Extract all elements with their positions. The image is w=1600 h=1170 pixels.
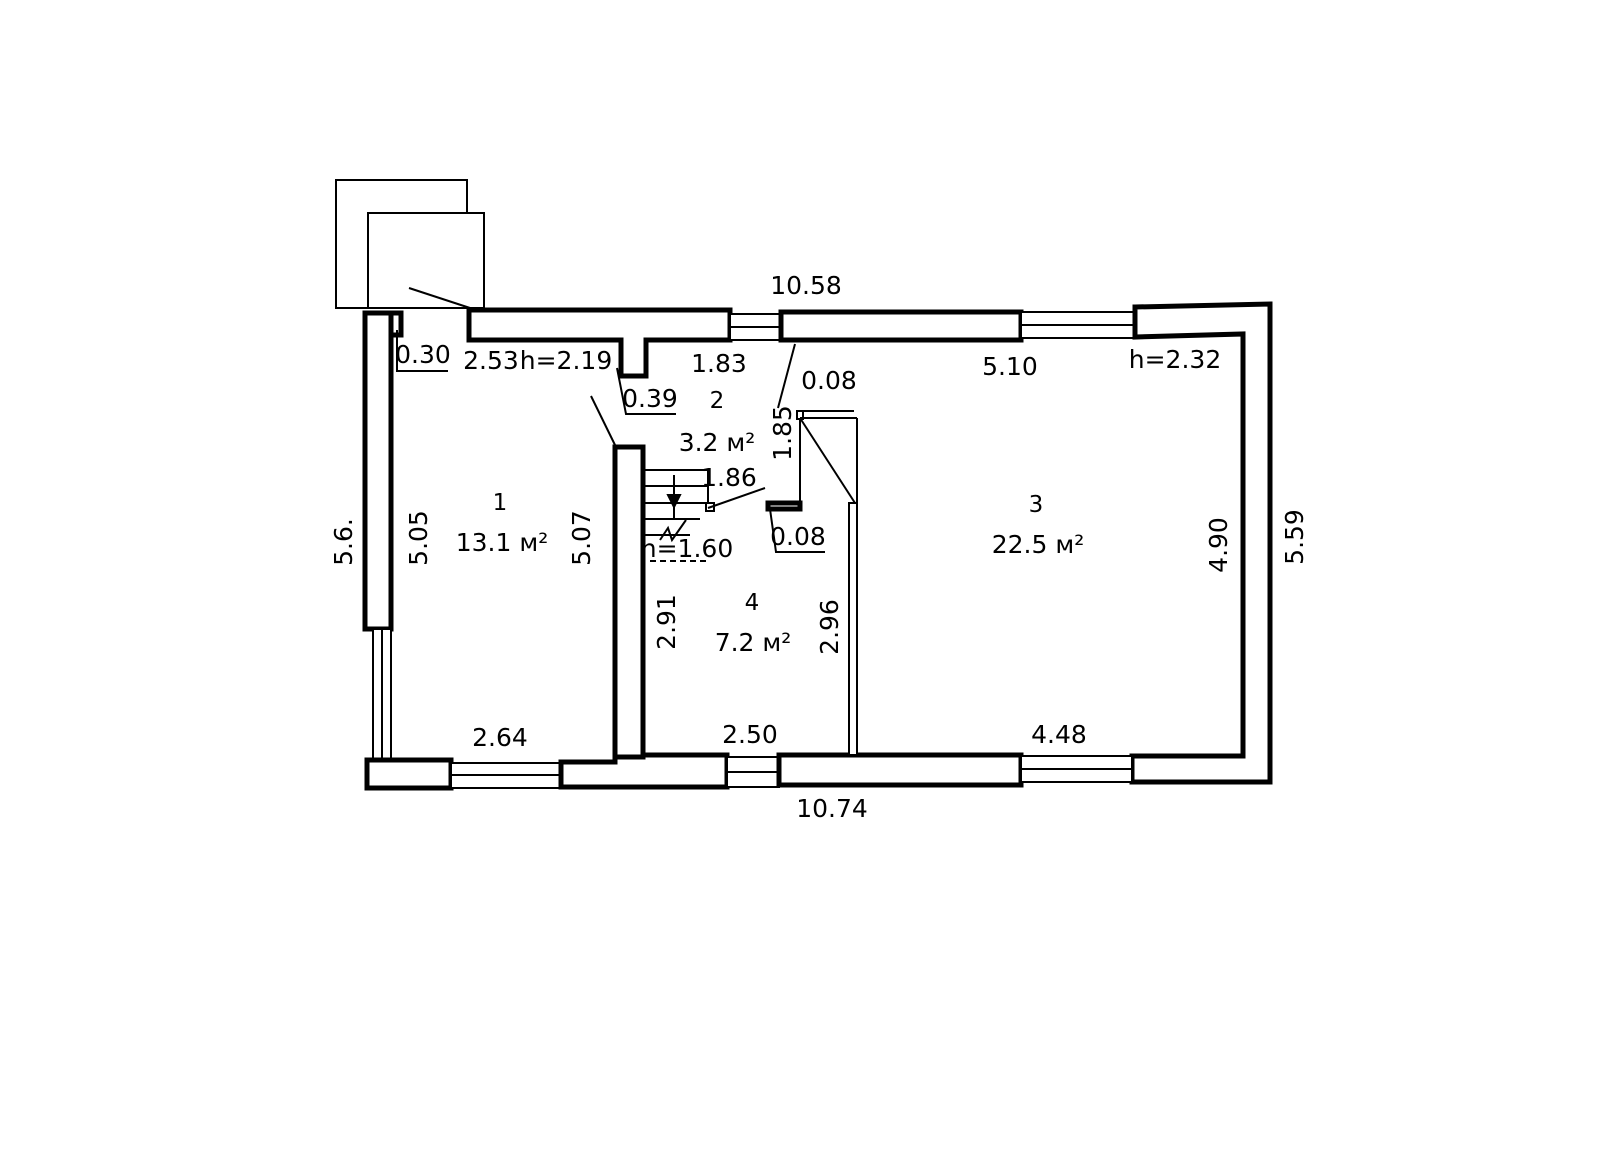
dim-room2-top: 1.83	[691, 349, 747, 378]
dim-room1-right: 5.07	[567, 510, 596, 566]
dim-post-bottom: 0.08	[770, 522, 826, 551]
dim-room2-side: 1.85	[768, 405, 797, 461]
dim-stair-len: 1.86	[701, 463, 757, 492]
room-4-number: 4	[745, 590, 760, 616]
partition-4-3	[848, 502, 858, 756]
dim-stair-height: h=1.60	[641, 534, 733, 563]
dim-room4-bottom: 2.50	[722, 720, 778, 749]
room-3-number: 3	[1029, 492, 1044, 518]
wall-interior-1-4	[612, 444, 646, 760]
leader-lines	[396, 330, 854, 562]
room-1-number: 1	[493, 490, 508, 516]
dim-right-outer: 5.59	[1280, 509, 1309, 565]
wall-right	[1129, 301, 1273, 785]
room-2-area: 3.2 м²	[679, 428, 756, 457]
walls	[362, 301, 1273, 791]
column	[796, 410, 858, 504]
partition-stub	[765, 500, 803, 512]
room-1-area: 13.1 м²	[456, 528, 549, 557]
room-2-number: 2	[710, 388, 725, 414]
wall-left	[362, 310, 394, 632]
dim-top-total: 10.58	[770, 271, 842, 300]
dim-room1-top: 2.53	[463, 346, 519, 375]
room-4-area: 7.2 м²	[715, 628, 792, 657]
dim-wall-0-39: 0.39	[622, 384, 678, 413]
porch	[335, 179, 485, 309]
dim-left-outer: 5.6.	[329, 518, 358, 566]
dim-room1-bottom: 2.64	[472, 723, 528, 752]
dim-room3-bottom: 4.48	[1031, 720, 1087, 749]
dim-wall-0-30: 0.30	[395, 340, 451, 369]
wall-top-mid	[778, 309, 1024, 343]
wall-bottom-left	[364, 757, 454, 791]
dim-room1-left: 5.05	[404, 510, 433, 566]
dim-room4-left: 2.91	[652, 594, 681, 650]
stairs	[642, 448, 715, 543]
dim-room1-height: h=2.19	[520, 346, 612, 375]
dim-room3-top: 5.10	[982, 352, 1038, 381]
wall-bottom-mid	[776, 752, 1024, 788]
dim-bottom-total: 10.74	[796, 794, 868, 823]
dim-room4-right: 2.96	[815, 599, 844, 655]
dim-room3-height: h=2.32	[1129, 345, 1221, 374]
room-3-area: 22.5 м²	[992, 530, 1085, 559]
dim-post-top: 0.08	[801, 366, 857, 395]
wall-bottom-room1-4	[558, 752, 730, 790]
dim-room3-side: 4.90	[1204, 517, 1233, 573]
